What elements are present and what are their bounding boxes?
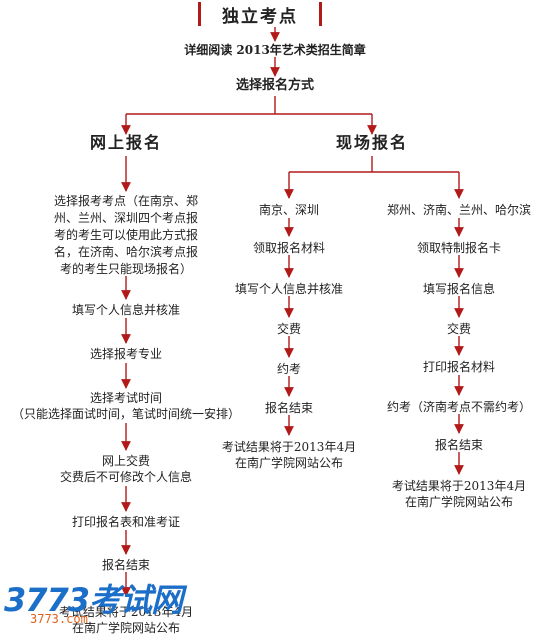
onsite-left-step-results: 考试结果将于2013年4月 在南广学院网站公布 bbox=[222, 439, 356, 471]
online-step-pay: 网上交费 交费后不可修改个人信息 bbox=[60, 453, 192, 485]
online-step-choose-site-line: 州、兰州、深圳四个考点报 bbox=[53, 211, 199, 225]
onsite-left-results-line: 在南广学院网站公布 bbox=[234, 456, 343, 470]
online-step-results: 考试结果将于2013年4月 在南广学院网站公布 bbox=[59, 604, 193, 636]
heading-online: 网上报名 bbox=[89, 133, 163, 152]
onsite-right-step-pay: 交费 bbox=[446, 322, 472, 336]
onsite-right-step-appointment: 约考（济南考点不需约考） bbox=[386, 400, 532, 414]
online-step-choose-site: 选择报考考点（在南京、郑 州、兰州、深圳四个考点报 考的考生可以使用此方式报 名… bbox=[54, 193, 198, 278]
onsite-left-step-appointment: 约考 bbox=[276, 362, 302, 376]
online-step-results-line: 考试结果将于2013年4月 bbox=[58, 605, 194, 619]
onsite-left-step-end: 报名结束 bbox=[264, 401, 314, 415]
onsite-left-step-get-materials: 领取报名材料 bbox=[252, 241, 326, 255]
onsite-right-step-print: 打印报名材料 bbox=[422, 360, 496, 374]
online-step-fill-info: 填写个人信息并核准 bbox=[71, 303, 181, 317]
onsite-right-cities: 郑州、济南、兰州、哈尔滨 bbox=[386, 203, 532, 217]
onsite-right-step-fill-info: 填写报名信息 bbox=[422, 282, 496, 296]
online-step-results-line: 在南广学院网站公布 bbox=[71, 621, 180, 635]
online-step-end: 报名结束 bbox=[101, 558, 151, 572]
watermark-url: 3773.com bbox=[30, 612, 88, 626]
onsite-right-step-results: 考试结果将于2013年4月 在南广学院网站公布 bbox=[392, 478, 526, 510]
online-step-choose-site-line: 考的考生只能现场报名） bbox=[59, 262, 193, 276]
heading-onsite: 现场报名 bbox=[335, 133, 409, 152]
onsite-left-step-pay: 交费 bbox=[276, 322, 302, 336]
onsite-right-step-get-card: 领取特制报名卡 bbox=[416, 241, 502, 255]
online-step-print: 打印报名表和准考证 bbox=[71, 515, 181, 529]
online-step-choose-site-line: 名，在济南、哈尔滨考点报 bbox=[53, 245, 199, 259]
onsite-right-results-line: 在南广学院网站公布 bbox=[404, 495, 513, 509]
step-choose-method: 选择报名方式 bbox=[235, 78, 315, 93]
watermark-logo: 3773考试网 bbox=[4, 581, 183, 619]
onsite-left-results-line: 考试结果将于2013年4月 bbox=[221, 440, 357, 454]
onsite-right-step-end: 报名结束 bbox=[434, 438, 484, 452]
online-step-pay-note: 交费后不可修改个人信息 bbox=[59, 470, 193, 484]
onsite-right-results-line: 考试结果将于2013年4月 bbox=[391, 479, 527, 493]
online-step-pay-line: 网上交费 bbox=[101, 454, 151, 468]
online-step-choose-site-line: 选择报考考点（在南京、郑 bbox=[53, 194, 199, 208]
step-read-brochure: 详细阅读 2013年艺术类招生简章 bbox=[184, 43, 366, 57]
chart-title: 独立考点 bbox=[198, 2, 322, 27]
onsite-left-step-fill-info: 填写个人信息并核准 bbox=[234, 282, 344, 296]
online-step-choose-time: 选择考试时间 （只能选择面试时间，笔试时间统一安排） bbox=[12, 390, 240, 422]
onsite-left-cities: 南京、深圳 bbox=[258, 203, 320, 217]
online-step-choose-major: 选择报考专业 bbox=[89, 347, 163, 361]
online-step-choose-time-note: （只能选择面试时间，笔试时间统一安排） bbox=[11, 407, 241, 421]
online-step-choose-site-line: 考的考生可以使用此方式报 bbox=[53, 228, 199, 242]
online-step-choose-time-line: 选择考试时间 bbox=[89, 391, 163, 405]
